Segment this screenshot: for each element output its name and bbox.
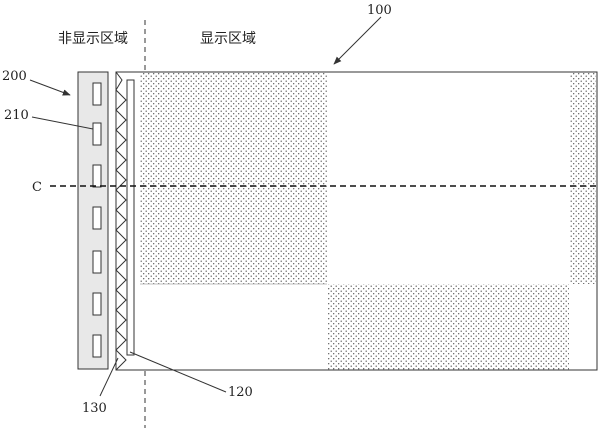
bar-120	[126, 79, 135, 356]
dotted-region-middle-lower	[327, 284, 569, 370]
display-area-label: 显示区域	[200, 31, 256, 47]
ref-label-120: 120	[228, 385, 253, 400]
ref-label-210: 210	[4, 108, 29, 123]
ref-label-100: 100	[367, 3, 392, 18]
non-display-area-label: 非显示区域	[58, 31, 128, 47]
slot	[92, 164, 102, 188]
slot	[92, 206, 102, 230]
slot	[92, 250, 102, 274]
slot	[92, 82, 102, 106]
leader-120	[129, 351, 227, 393]
slot-group-210	[92, 82, 102, 358]
dotted-region-left-upper	[140, 72, 327, 284]
dotted-region-right-strip	[570, 72, 596, 284]
slot	[92, 334, 102, 358]
leader-210	[31, 116, 94, 130]
slot	[92, 122, 102, 146]
leader-100	[333, 16, 382, 65]
ref-label-200: 200	[2, 69, 27, 84]
ref-label-130: 130	[82, 401, 107, 416]
slot	[92, 292, 102, 316]
cut-line-label: C	[32, 180, 42, 195]
zigzag-edge-130	[115, 71, 127, 371]
leader-200	[29, 79, 71, 96]
leader-130	[99, 357, 119, 397]
